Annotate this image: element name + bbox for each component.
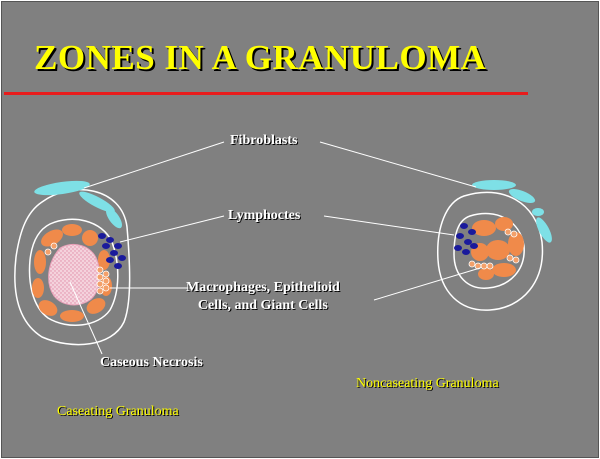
label-lymphocytes: Lymphoctes xyxy=(228,208,301,223)
lymphocyte-cell xyxy=(110,250,118,256)
lymphocyte-cell xyxy=(114,243,122,249)
giant-cell-bubble xyxy=(44,248,52,256)
label-macrophages-line1: Macrophages, Epithelioid xyxy=(186,280,340,295)
lymphocytes-leader-left xyxy=(119,215,225,243)
macrophage-cell xyxy=(472,220,496,236)
fibroblast-cell xyxy=(105,207,123,229)
title-underline xyxy=(4,92,528,95)
macrophage-cell xyxy=(34,250,46,274)
giant-cell-bubble xyxy=(504,228,512,236)
lymphocytes-leader-right xyxy=(323,215,455,236)
giant-cell-bubble xyxy=(102,270,110,278)
lymphocyte-cell xyxy=(106,237,114,243)
giant-cell-bubble xyxy=(50,242,58,250)
caseating-fibroblasts xyxy=(34,180,123,229)
label-caseous-necrosis: Caseous Necrosis xyxy=(100,355,203,370)
lymphocyte-cell xyxy=(106,257,114,263)
slide-title: ZONES IN A GRANULOMA xyxy=(34,38,487,77)
noncaseating-granuloma xyxy=(437,180,552,311)
macrophage-cell xyxy=(98,250,110,270)
giant-cell-bubble xyxy=(96,266,104,274)
lymphocyte-cell xyxy=(456,233,464,239)
macrophage-cell xyxy=(38,300,58,316)
macrophage-cell xyxy=(86,298,106,314)
giant-cell-bubble xyxy=(96,280,104,288)
lymphocyte-cell xyxy=(98,233,106,239)
fibroblasts-leader-right xyxy=(319,141,477,188)
fibroblast-cell xyxy=(79,191,115,213)
noncaseating-outer-boundary xyxy=(437,191,544,311)
macrophage-cell xyxy=(41,229,63,247)
lymphocyte-cell xyxy=(460,223,468,229)
lymphocyte-cell xyxy=(468,229,476,235)
macrophage-cell xyxy=(495,217,513,231)
caseating-inner-boundary xyxy=(28,218,119,326)
caseating-giant-cells xyxy=(44,242,110,295)
fibroblast-cell xyxy=(472,180,516,190)
giant-cell-bubble xyxy=(102,284,110,292)
giant-cell-bubble xyxy=(96,287,104,295)
giant-cell-bubble xyxy=(486,262,494,270)
macrophage-cell xyxy=(82,230,98,246)
caseating-outer-boundary xyxy=(14,189,131,346)
giant-cell-bubble xyxy=(468,260,476,268)
macrophage-cell xyxy=(60,310,84,322)
lymphocyte-cell xyxy=(470,243,478,249)
giant-cell-bubble xyxy=(96,273,104,281)
noncaseating-fibroblasts xyxy=(472,180,552,243)
caseating-granuloma xyxy=(14,180,131,346)
lymphocyte-cell xyxy=(114,263,122,269)
fibroblast-cell xyxy=(536,217,552,243)
caption-caseating: Caseating Granuloma xyxy=(57,404,179,419)
fibroblast-cell xyxy=(508,189,536,203)
fibroblast-cell xyxy=(34,180,90,196)
label-fibroblasts: Fibroblasts xyxy=(230,133,298,148)
giant-cell-bubble xyxy=(512,256,520,264)
noncaseating-macrophages xyxy=(471,217,524,280)
giant-cell-bubble xyxy=(510,230,518,238)
macrophages-leader-right xyxy=(373,267,481,301)
necrosis-leader xyxy=(69,281,103,355)
giant-cell-bubble xyxy=(480,262,488,270)
leader-lines xyxy=(69,141,481,355)
lymphocyte-cell xyxy=(462,249,470,255)
macrophage-cell xyxy=(492,263,516,277)
lymphocyte-cell xyxy=(102,243,110,249)
fibroblast-cell xyxy=(532,208,544,216)
label-macrophages-line2: Cells, and Giant Cells xyxy=(197,298,328,313)
giant-cell-bubble xyxy=(506,254,514,262)
macrophage-cell xyxy=(32,278,44,298)
noncaseating-lymphocytes xyxy=(454,223,478,255)
lymphocyte-cell xyxy=(454,245,462,251)
caption-noncaseating: Noncaseating Granuloma xyxy=(356,376,499,391)
noncaseating-giant-cells xyxy=(468,228,520,270)
macrophage-cell xyxy=(478,268,494,280)
caseous-necrosis-core xyxy=(48,244,101,306)
label-macrophages: Macrophages, Epithelioid Cells, and Gian… xyxy=(186,279,340,315)
fibroblasts-leader-left xyxy=(83,141,225,189)
giant-cell-bubble xyxy=(102,277,110,285)
macrophage-cell xyxy=(486,240,510,260)
noncaseating-inner-boundary xyxy=(453,212,525,289)
lymphocyte-cell xyxy=(464,239,472,245)
macrophage-cell xyxy=(508,232,524,256)
macrophage-cell xyxy=(62,224,82,236)
caseating-lymphocytes xyxy=(98,233,126,269)
lymphocyte-cell xyxy=(118,255,126,261)
